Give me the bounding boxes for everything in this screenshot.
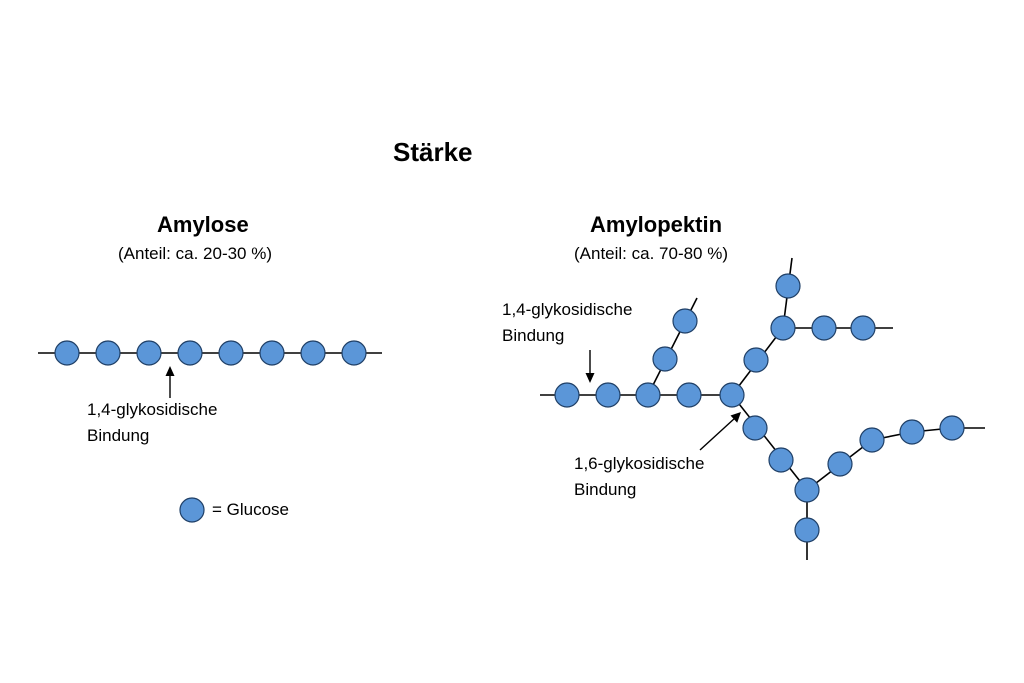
legend-glucose-icon [179,497,205,523]
amylopektin-glucose [770,315,796,341]
amylopektin-heading: Amylopektin [590,212,723,237]
amylopektin-glucose [595,382,621,408]
amylopektin-glucose [554,382,580,408]
amylose-chain [38,340,382,366]
amylopektin-glucose [794,517,820,543]
amylopektin-glucose [939,415,965,441]
amylopektin-share: (Anteil: ca. 70-80 %) [574,244,729,263]
amylose-glucose [177,340,203,366]
amylopektin-14-label-line2: Bindung [502,326,565,345]
amylopektin-14-bond-arrow [585,350,595,383]
amylose-glucose [136,340,162,366]
amylopektin-glucose [719,382,745,408]
amylopektin-glucose [743,347,769,373]
amylopektin-16-bond-arrow [699,412,741,451]
amylopektin-glucose-units [554,273,965,543]
amylopektin-glucose [742,415,768,441]
amylopektin-glucose [850,315,876,341]
amylopektin-glucose [794,477,820,503]
amylopektin-glucose [775,273,801,299]
amylose-glucose [54,340,80,366]
amylopektin-glucose [672,308,698,334]
amylopektin-glucose [652,346,678,372]
amylopektin-glucose [768,447,794,473]
amylose-heading: Amylose [157,212,249,237]
amylopektin-glucose [899,419,925,445]
amylopektin-16-label-line1: 1,6-glykosidische [574,454,705,473]
amylose-glucose [341,340,367,366]
amylopektin-16-label-line2: Bindung [574,480,637,499]
amylose-bond-label-line2: Bindung [87,426,150,445]
amylopektin-14-label-line1: 1,4-glykosidische [502,300,633,319]
amylopektin-glucose [676,382,702,408]
amylose-glucose [259,340,285,366]
diagram-title: Stärke [393,137,473,167]
amylose-glucose [300,340,326,366]
amylose-share: (Anteil: ca. 20-30 %) [118,244,273,263]
amylopektin-glucose [859,427,885,453]
legend-label: = Glucose [212,500,290,519]
amylopektin-glucose [811,315,837,341]
amylose-bond-label-line1: 1,4-glykosidische [87,400,218,419]
amylopektin-glucose [635,382,661,408]
amylose-glucose [95,340,121,366]
amylose-glucose [218,340,244,366]
amylose-bond-arrow [165,366,175,398]
amylopektin-glucose [827,451,853,477]
